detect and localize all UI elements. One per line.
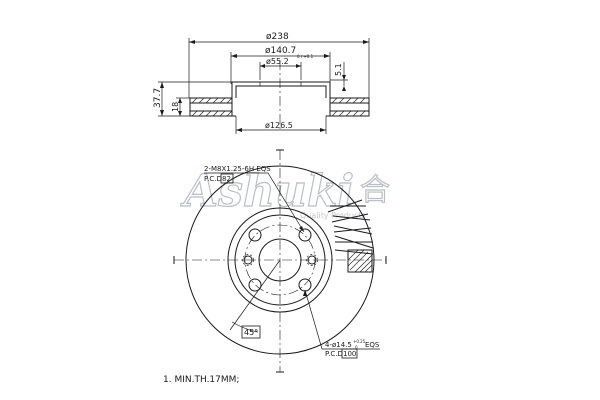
note-min-thickness: 1. MIN.TH.17MM; [163, 375, 239, 385]
label-inner-diameter: ø126.5 [265, 121, 293, 130]
mounting-hole-callout: 4-ø14.5 +0.25 0 EQS P.C.D 100 [303, 289, 380, 359]
label-angle: 45° [244, 328, 258, 337]
label-hole-spec: 4-ø14.5 [325, 341, 352, 349]
label-hole-spec-suffix: EQS [365, 341, 380, 349]
mounting-hole [298, 228, 312, 242]
thread-leader [204, 172, 305, 233]
side-section-view: ø238 ø140.7 ø55.2 0 / +0.1 5.1 37.7 [153, 32, 370, 134]
label-total-height: 37.7 [153, 88, 163, 108]
label-thread-pcd-value: 82 [222, 175, 231, 183]
disc-section-profile [189, 81, 370, 117]
thread-callout: 2-M8X1.25-6H EQS P.C.D 82 [204, 165, 305, 233]
angle-box [241, 325, 261, 339]
label-thread-spec: 2-M8X1.25-6H EQS [204, 165, 271, 173]
label-hole-pcd-value: 100 [343, 350, 356, 358]
mounting-hole [248, 278, 262, 292]
label-center-bore-tol: 0 / +0.1 [297, 54, 314, 59]
label-thread-pcd-prefix: P.C.D [204, 175, 222, 183]
hole-leader [304, 289, 380, 350]
cooling-vanes-cutaway [327, 199, 374, 273]
label-outer-diameter: ø238 [266, 32, 289, 42]
angle-leader [229, 259, 281, 331]
label-center-bore: ø55.2 [266, 57, 289, 66]
watermark-brand: Ashuki [180, 166, 354, 217]
label-hole-tol-upper: +0.25 [353, 339, 366, 344]
mounting-hole [298, 278, 312, 292]
label-hat-depth: 5.1 [334, 63, 343, 76]
front-view: 45° [173, 149, 387, 373]
watermark: Ashuki 合 Quality Products [179, 165, 390, 220]
mounting-hole [248, 228, 262, 242]
label-hole-tol-lower: 0 [355, 345, 358, 350]
watermark-tagline: Quality Products [300, 211, 366, 220]
watermark-glyph: 合 [360, 173, 390, 208]
label-hole-pcd-prefix: P.C.D [325, 350, 343, 358]
label-hat-diameter: ø140.7 [265, 46, 296, 56]
label-disc-thickness: 18 [171, 102, 180, 112]
thread-pcd-box [220, 173, 234, 184]
